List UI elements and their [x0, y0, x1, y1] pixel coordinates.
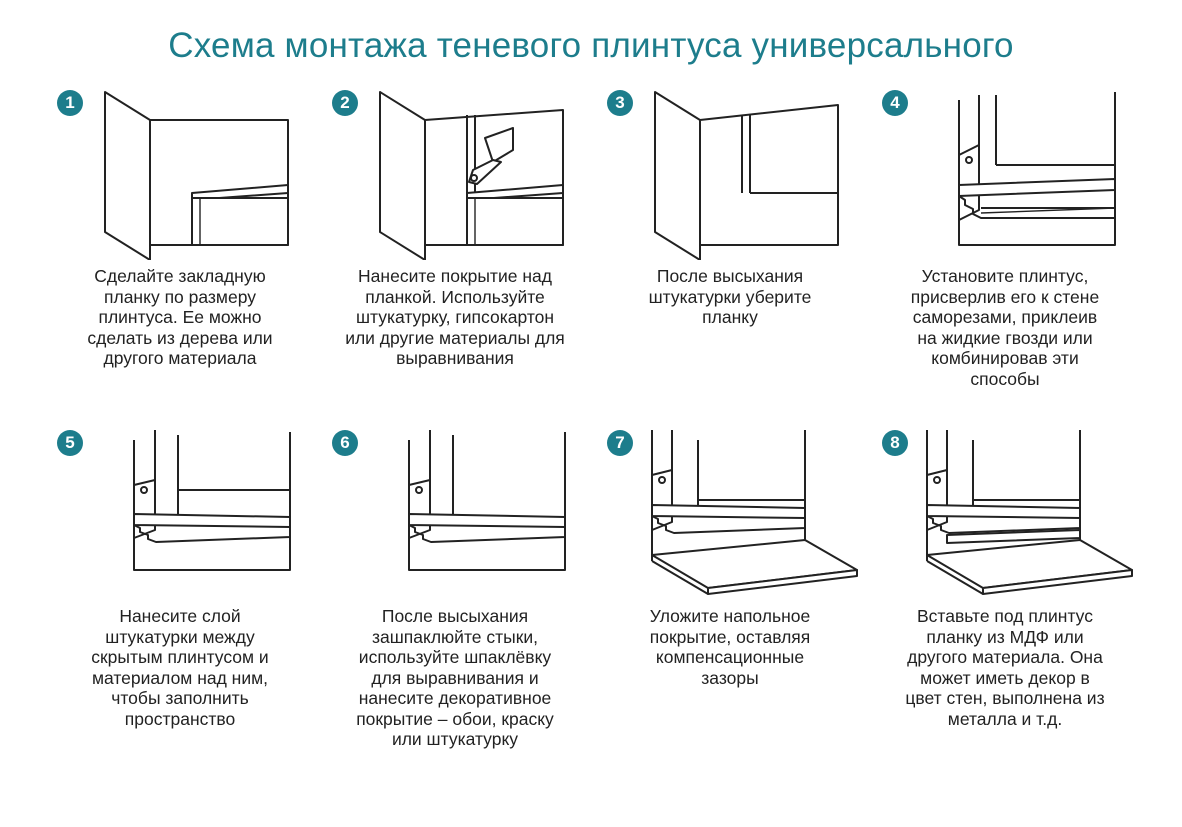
- step-8-illustration: [895, 430, 1165, 600]
- step-8-caption: Вставьте под плинтус планку из МДФ или д…: [905, 606, 1105, 729]
- step-7-illustration: [620, 430, 890, 600]
- spatula-icon: [468, 127, 514, 185]
- step-6-illustration: [345, 430, 615, 600]
- step-3-caption: После высыхания штукатурки уберите планк…: [648, 266, 812, 327]
- step-6: 6 После высыхания зашпаклюйте стыки, исп…: [310, 430, 580, 770]
- step-5: 5 Нанесите слой штукатурки между скрытым…: [35, 430, 305, 770]
- step-5-illustration: [70, 430, 340, 600]
- step-3: 3 После высыхания штукатурки уберите пла…: [585, 90, 855, 430]
- step-4: 4 Установите плинтус, присверлив его к с…: [860, 90, 1130, 430]
- step-number-badge: 8: [882, 430, 908, 456]
- step-number-badge: 7: [607, 430, 633, 456]
- step-7-caption: Уложите напольное покрытие, оставляя ком…: [649, 606, 811, 688]
- step-number-badge: 5: [57, 430, 83, 456]
- step-number-badge: 3: [607, 90, 633, 116]
- step-1-caption: Сделайте закладную планку по размеру пли…: [87, 266, 273, 368]
- step-4-caption: Установите плинтус, присверлив его к сте…: [910, 266, 1100, 389]
- step-number-badge: 6: [332, 430, 358, 456]
- step-number-badge: 1: [57, 90, 83, 116]
- step-7: 7 Уложите напольное покрытие, оставляя к…: [585, 430, 858, 770]
- page-title: Схема монтажа теневого плинтуса универса…: [168, 26, 1014, 65]
- step-1-illustration: [70, 90, 340, 260]
- step-number-badge: 4: [882, 90, 908, 116]
- step-2: 2 Нанесите покрытие над планкой. Использ…: [310, 90, 580, 430]
- step-6-caption: После высыхания зашпаклюйте стыки, испол…: [356, 606, 554, 749]
- step-number-badge: 2: [332, 90, 358, 116]
- step-2-illustration: [345, 90, 615, 260]
- step-8: 8 Вставьте под плинтус планку из МДФ или…: [860, 430, 1133, 770]
- step-2-caption: Нанесите покрытие над планкой. Используй…: [345, 266, 565, 368]
- step-3-illustration: [620, 90, 890, 260]
- step-1: 1 Сделайте закладную планку по размеру п…: [35, 90, 305, 430]
- step-4-illustration: [895, 90, 1165, 260]
- step-5-caption: Нанесите слой штукатурки между скрытым п…: [91, 606, 269, 729]
